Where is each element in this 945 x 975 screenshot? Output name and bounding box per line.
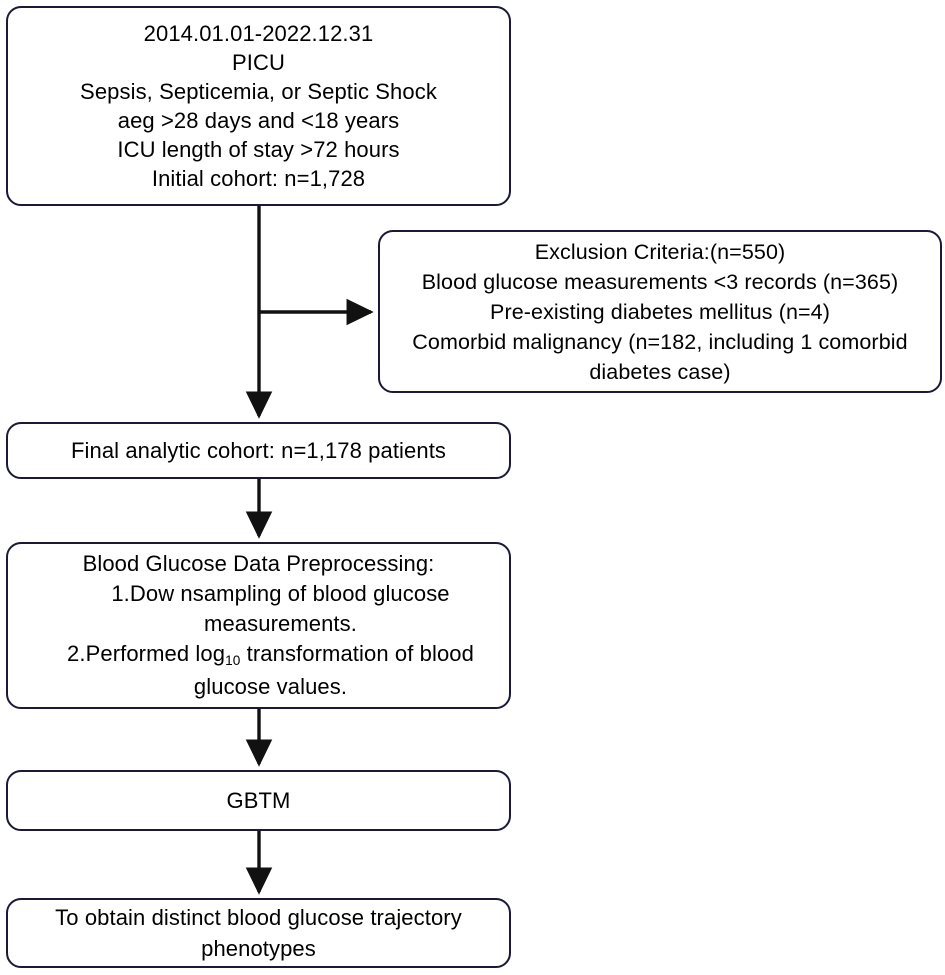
initial-cohort-line-4: aeg >28 days and <18 years	[117, 108, 400, 133]
exclusion-line-1: Exclusion Criteria:(n=550)	[534, 239, 786, 264]
node-preprocessing: Blood Glucose Data Preprocessing: 1.Dow …	[6, 542, 511, 709]
exclusion-line-4: Comorbid malignancy (n=182, including 1 …	[412, 329, 908, 384]
gbtm-line-1: GBTM	[226, 788, 291, 813]
node-gbtm: GBTM	[6, 770, 511, 831]
node-initial-cohort-body: 2014.01.01-2022.12.31 PICU Sepsis, Septi…	[8, 19, 509, 193]
node-outcome: To obtain distinct blood glucose traject…	[6, 898, 511, 968]
node-exclusion-criteria: Exclusion Criteria:(n=550) Blood glucose…	[378, 230, 942, 393]
node-final-cohort-body: Final analytic cohort: n=1,178 patients	[8, 436, 509, 465]
preprocessing-heading: Blood Glucose Data Preprocessing:	[82, 551, 435, 576]
initial-cohort-line-2: PICU	[232, 50, 285, 75]
preprocessing-step-1: 1.Dow nsampling of blood glucose measure…	[111, 581, 450, 636]
node-outcome-body: To obtain distinct blood glucose traject…	[8, 902, 509, 964]
initial-cohort-line-6: Initial cohort: n=1,728	[151, 166, 366, 191]
outcome-line-1: To obtain distinct blood glucose traject…	[55, 905, 462, 961]
exclusion-line-2: Blood glucose measurements <3 records (n…	[421, 269, 899, 294]
log-base-subscript: 10	[225, 652, 241, 668]
preprocessing-step-2: 2.Performed log10 transformation of bloo…	[18, 639, 523, 702]
node-exclusion-body: Exclusion Criteria:(n=550) Blood glucose…	[380, 237, 940, 387]
final-cohort-line-1: Final analytic cohort: n=1,178 patients	[70, 438, 447, 463]
initial-cohort-line-3: Sepsis, Septicemia, or Septic Shock	[80, 79, 437, 104]
exclusion-line-3: Pre-existing diabetes mellitus (n=4)	[490, 299, 830, 324]
preprocessing-step-2-prefix: 2.Performed log	[67, 641, 226, 666]
preprocessing-step-2-suffix: transformation of blood glucose values.	[193, 641, 474, 699]
node-gbtm-body: GBTM	[8, 786, 509, 815]
initial-cohort-line-5: ICU length of stay >72 hours	[117, 137, 400, 162]
initial-cohort-line-1: 2014.01.01-2022.12.31	[143, 21, 374, 46]
node-initial-cohort: 2014.01.01-2022.12.31 PICU Sepsis, Septi…	[6, 6, 511, 206]
node-final-cohort: Final analytic cohort: n=1,178 patients	[6, 422, 511, 479]
node-preprocessing-body: Blood Glucose Data Preprocessing: 1.Dow …	[8, 549, 509, 702]
